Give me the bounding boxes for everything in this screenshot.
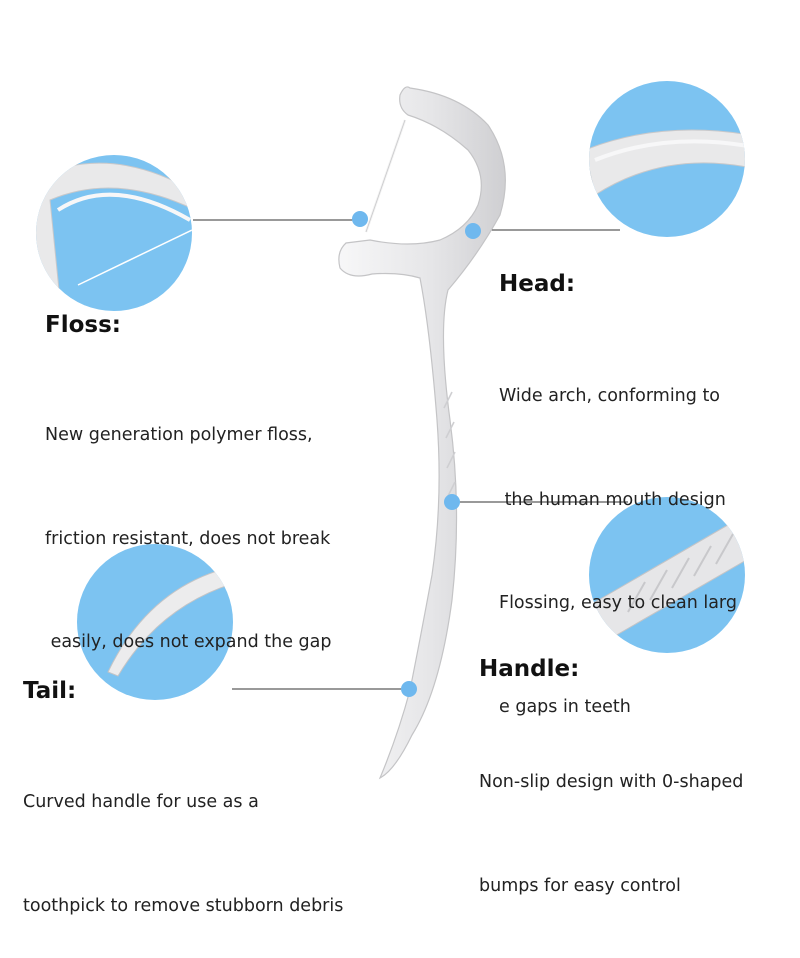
handle-line-1: Non-slip design with 0-shaped <box>479 772 744 792</box>
tail-zoom-circle <box>77 544 233 700</box>
head-line-4: e gaps in teeth <box>499 696 631 717</box>
floss-zoom-circle <box>36 155 192 311</box>
head-line-2: the human mouth design <box>499 489 726 510</box>
dot-handle <box>444 494 460 510</box>
handle-line-2: bumps for easy control <box>479 875 681 896</box>
tail-line-1: Curved handle for use as a <box>23 792 259 812</box>
handle-title: Handle: <box>479 656 580 682</box>
tail-title: Tail: <box>23 678 77 704</box>
callout-dots <box>352 211 481 697</box>
floss-description: New generation polymer floss, friction r… <box>45 349 332 694</box>
head-title: Head: <box>499 271 576 297</box>
floss-line-1: New generation polymer floss, <box>45 425 313 445</box>
tail-description: Curved handle for use as a toothpick to … <box>23 716 343 958</box>
floss-title: Floss: <box>45 312 121 338</box>
floss-pick-illustration <box>36 81 745 780</box>
dot-floss <box>352 211 368 227</box>
tail-line-2: toothpick to remove stubborn debris <box>23 895 344 916</box>
handle-description: Non-slip design with 0-shaped bumps for … <box>479 696 743 938</box>
leader-lines <box>193 219 628 690</box>
head-line-3: Flossing, easy to clean larg <box>499 593 737 613</box>
floss-line-2: friction resistant, does not break <box>45 528 331 549</box>
dot-tail <box>401 681 417 697</box>
head-zoom-circle <box>589 81 745 237</box>
head-line-1: Wide arch, conforming to <box>499 386 721 406</box>
dot-head <box>465 223 481 239</box>
head-description: Wide arch, conforming to the human mouth… <box>499 310 737 759</box>
floss-line-3: easily, does not expand the gap <box>45 632 332 652</box>
floss-pick <box>338 86 506 780</box>
handle-zoom-circle <box>589 497 745 653</box>
